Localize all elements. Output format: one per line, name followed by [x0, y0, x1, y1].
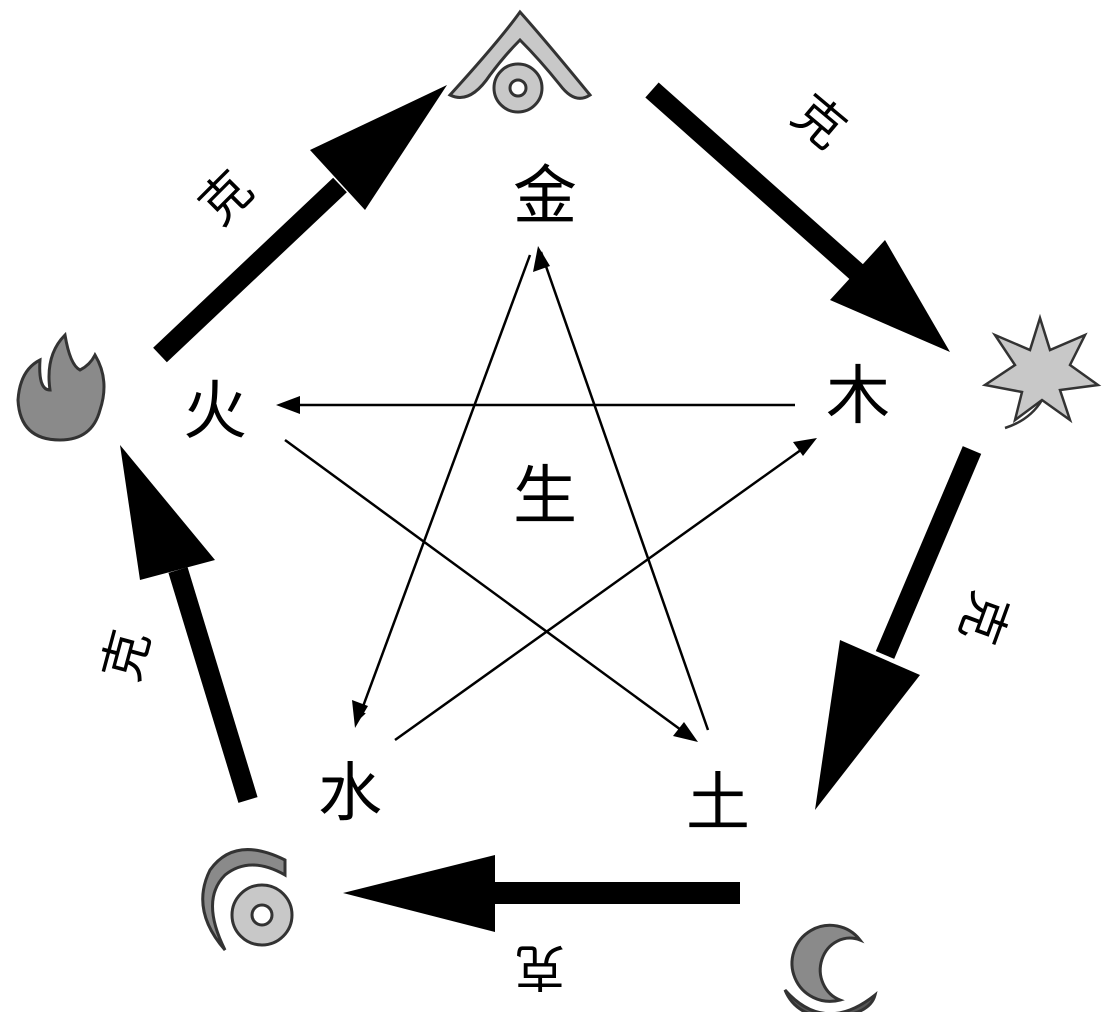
arrowhead-metal	[533, 246, 550, 272]
arrow-earth-to-metal	[539, 251, 710, 731]
generating-arrowheads	[276, 246, 817, 742]
leaf-icon	[981, 313, 1102, 430]
element-earth: 土	[686, 767, 750, 841]
element-fire: 火	[183, 375, 247, 449]
controlling-cycle	[120, 82, 982, 932]
fire-icon	[16, 331, 106, 442]
arrowhead-earth	[673, 722, 698, 742]
arrowhead-fire	[276, 396, 300, 414]
arrowhead-wood	[793, 438, 817, 456]
label-control-water-fire: 克	[92, 624, 161, 687]
label-control-wood-earth: 克	[948, 584, 1020, 651]
arrow-fire-to-metal	[153, 85, 447, 363]
arrow-metal-to-water	[356, 254, 532, 721]
arrow-metal-to-wood	[645, 82, 950, 352]
label-control-metal-wood: 克	[781, 84, 857, 161]
arrow-water-to-wood	[394, 440, 813, 742]
element-water: 水	[318, 757, 382, 831]
element-metal: 金	[513, 160, 577, 234]
water-icon	[201, 848, 294, 951]
element-wood: 木	[826, 360, 890, 434]
label-control-fire-metal: 克	[188, 160, 264, 236]
arrow-earth-to-water	[343, 855, 740, 932]
arrow-water-to-fire	[120, 445, 258, 803]
label-control-earth-water: 克	[515, 938, 565, 996]
earth-icon	[783, 923, 878, 1012]
center-label-generating: 生	[513, 460, 577, 534]
arrow-wood-to-earth	[815, 446, 982, 810]
metal-icon	[447, 9, 593, 114]
generating-cycle	[282, 251, 813, 742]
arrowhead-water	[352, 700, 368, 728]
arrow-fire-to-earth	[284, 438, 693, 740]
